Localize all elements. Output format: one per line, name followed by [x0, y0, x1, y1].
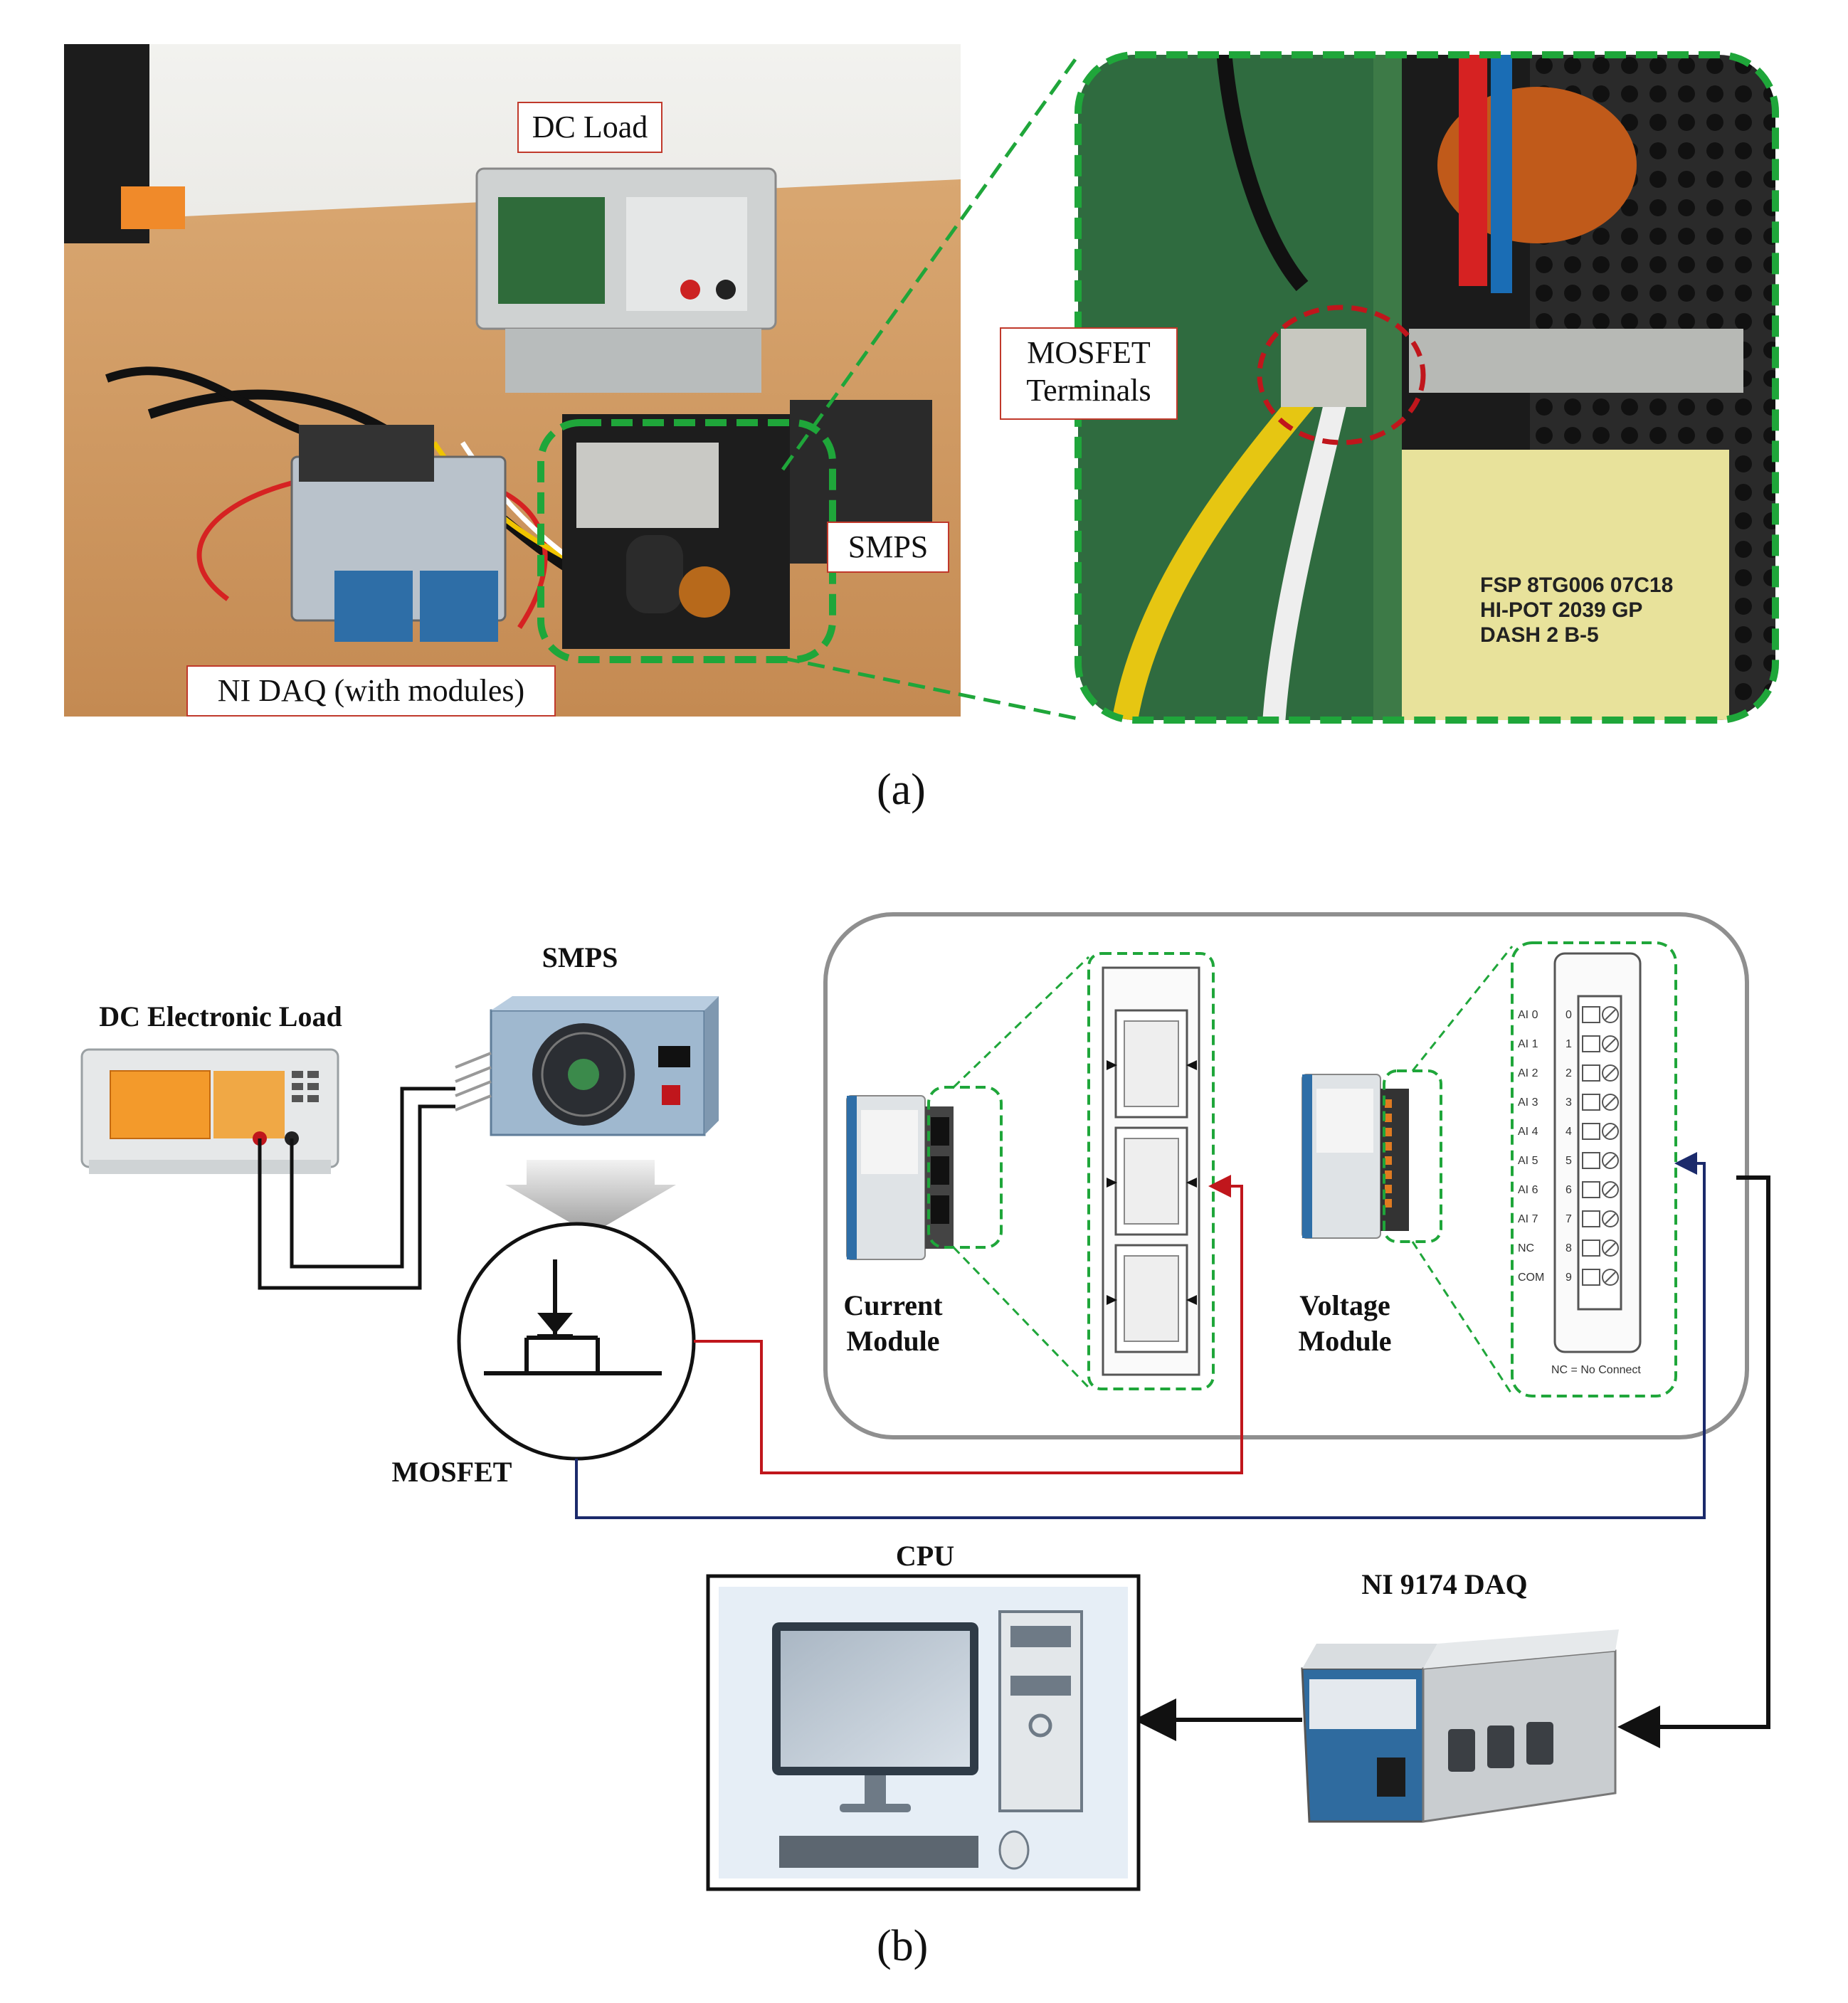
pin-label: AI 0: [1518, 1009, 1538, 1021]
zoom-lines: [781, 54, 1080, 721]
pin-socket: [1582, 1152, 1600, 1169]
label-mosfet: MOSFET: [391, 1456, 512, 1488]
caption-a: (a): [877, 766, 926, 814]
pin-socket: [1582, 1035, 1600, 1052]
smps-photo: [562, 400, 932, 649]
lab-setup-photo: [64, 44, 961, 717]
voltage-pinout-zoom: AI 0 0 AI 1 1 AI 2 2 AI 3 3 AI 4 4 AI 5 5 AI 6 6 AI 7 7…: [1511, 941, 1677, 1397]
pin-number: 9: [1565, 1272, 1572, 1284]
voltage-zoom-line-1: [1411, 946, 1514, 1072]
wire-load-smps-1: [258, 1104, 455, 1290]
current-terminal-zoom: [1087, 952, 1215, 1390]
pin-number: 8: [1565, 1242, 1572, 1254]
pin-label: AI 6: [1518, 1184, 1538, 1196]
pin-number: 3: [1565, 1096, 1572, 1109]
pin-label: AI 2: [1518, 1067, 1538, 1079]
pin-socket: [1582, 1006, 1600, 1023]
pin-label: AI 1: [1518, 1038, 1538, 1050]
current-zoom-line-1: [952, 956, 1090, 1089]
label-current-module-line2: Module: [846, 1325, 940, 1357]
pin-label: AI 5: [1518, 1155, 1538, 1167]
label-dc-electronic-load: DC Electronic Load: [99, 1000, 342, 1032]
pin-socket: [1582, 1240, 1600, 1257]
wire-modules-daq: [1617, 1175, 1770, 1748]
wire-current-measure: [694, 1175, 1243, 1474]
smps-to-mosfet-arrow: [505, 1160, 676, 1235]
ni-daq-photo: [290, 425, 507, 642]
transformer-text-1: FSP 8TG006 07C18: [1480, 574, 1673, 597]
mosfet-symbol: [457, 1222, 696, 1461]
label-mosfet-terminals-line1: MOSFET: [1027, 335, 1151, 370]
pin-socket: [1582, 1210, 1600, 1227]
dc-electronic-load-device: [80, 1048, 339, 1174]
label-smps: SMPS: [827, 522, 949, 573]
schematic: AI 0 0 AI 1 1 AI 2 2 AI 3 3 AI 4 4 AI 5 5 AI 6 6 AI 7 7…: [80, 912, 1770, 1891]
screw-slot: [1605, 1009, 1616, 1020]
pin-number: 7: [1565, 1213, 1572, 1225]
caption-b: (b): [877, 1922, 929, 1970]
pin-socket: [1582, 1123, 1600, 1140]
pin-socket: [1582, 1094, 1600, 1111]
label-cpu: CPU: [895, 1540, 955, 1572]
pin-socket: [1582, 1181, 1600, 1198]
label-mosfet-terminals-line2: Terminals: [1026, 372, 1151, 408]
pin-number: 0: [1565, 1009, 1572, 1021]
label-current-module-line1: Current: [843, 1289, 943, 1321]
wire-voltage-measure: [575, 1152, 1706, 1519]
screw-slot: [1605, 1155, 1616, 1166]
label-voltage-module-line2: Module: [1298, 1325, 1392, 1357]
current-zoom-line-2: [952, 1246, 1090, 1389]
mosfet-terminal-highlight: [1257, 305, 1426, 445]
cpu-illustration: [706, 1574, 1141, 1891]
pin-label: AI 4: [1518, 1126, 1538, 1138]
pin-label: AI 3: [1518, 1096, 1538, 1109]
screw-slot: [1605, 1096, 1616, 1108]
pin-number: 2: [1565, 1067, 1572, 1079]
label-dc-load: DC Load: [517, 102, 662, 153]
transformer-text-2: HI-POT 2039 GP: [1480, 598, 1642, 622]
voltage-zoom-line-2: [1411, 1241, 1514, 1395]
screw-slot: [1605, 1213, 1616, 1225]
label-voltage-module-line1: Voltage: [1299, 1289, 1390, 1321]
screw-slot: [1605, 1126, 1616, 1137]
wire-load-smps-2: [290, 1087, 455, 1269]
screw-slot: [1605, 1242, 1616, 1254]
ni-9174-daq-device: [1301, 1629, 1619, 1823]
pin-label: AI 7: [1518, 1213, 1538, 1225]
pin-number: 6: [1565, 1184, 1572, 1196]
pin-socket: [1582, 1064, 1600, 1082]
screw-slot: [1605, 1038, 1616, 1050]
screw-slot: [1605, 1067, 1616, 1079]
screw-slot: [1605, 1272, 1616, 1283]
pin-socket: [1582, 1269, 1600, 1286]
smps-device: [455, 996, 719, 1136]
current-module-device: [846, 1086, 1003, 1260]
label-ni-daq: NI DAQ (with modules): [186, 665, 556, 717]
label-voltage-module: Voltage Module: [1281, 1288, 1409, 1359]
pin-number: 5: [1565, 1155, 1572, 1167]
label-ni-9174-daq: NI 9174 DAQ: [1361, 1568, 1528, 1600]
label-current-module: Current Module: [829, 1288, 957, 1359]
pin-number: 1: [1565, 1038, 1572, 1050]
pin-label: NC: [1518, 1242, 1534, 1254]
pin-number: 4: [1565, 1126, 1572, 1138]
screw-slot: [1605, 1184, 1616, 1195]
dc-load-instrument: [475, 167, 777, 393]
label-mosfet-terminals: MOSFET Terminals: [1000, 327, 1178, 420]
transformer-text-3: DASH 2 B-5: [1480, 623, 1599, 647]
label-smps-b: SMPS: [542, 941, 618, 973]
nc-note: NC = No Connect: [1551, 1364, 1641, 1376]
pin-label: COM: [1518, 1272, 1544, 1284]
